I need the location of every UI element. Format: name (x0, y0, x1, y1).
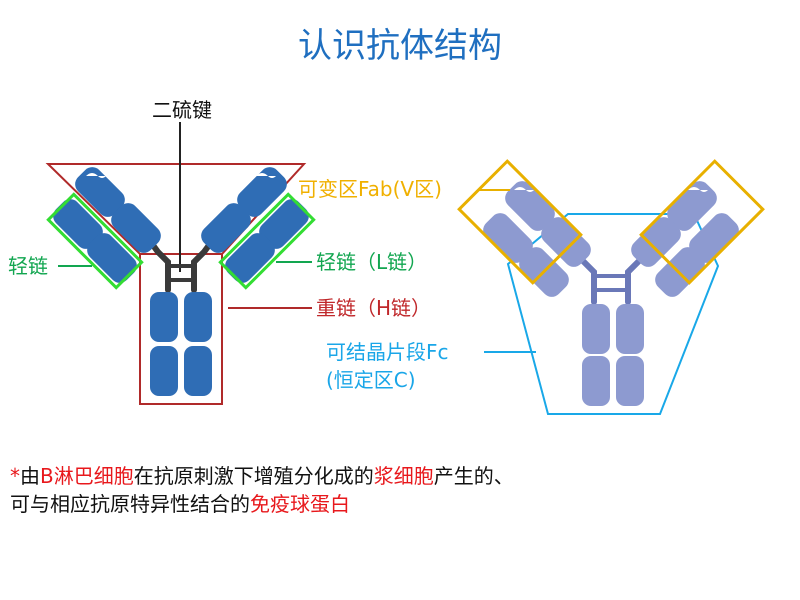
fab-arm-right-antibody-left (483, 181, 591, 297)
antibody-right (457, 159, 765, 415)
fab-box-right (639, 159, 765, 285)
heavy-chain-outline (139, 254, 223, 405)
fc-domains-right (582, 304, 644, 406)
light-chain-left-label: 轻链 (8, 254, 48, 278)
footnote: *由B淋巴细胞在抗原刺激下增殖分化成的浆细胞产生的、 可与相应抗原特异性结合的免… (10, 462, 790, 518)
footnote-emphasis-immunoglobulin: 免疫球蛋白 (250, 492, 350, 516)
heavy-chain-label: 重链（H链） (316, 296, 432, 320)
fc-outline (506, 213, 720, 415)
light-chain-right-label: 轻链（L链） (316, 250, 428, 274)
fc-label-line1: 可结晶片段Fc (326, 340, 449, 364)
disulfide-bonds-right (594, 274, 628, 292)
disulfide-bond-label: 二硫键 (152, 98, 212, 122)
light-chain-box-right (218, 192, 316, 290)
antibody-left (45, 122, 316, 405)
footnote-line-1: *由B淋巴细胞在抗原刺激下增殖分化成的浆细胞产生的、 (10, 462, 790, 490)
light-chain-box-left (46, 192, 144, 290)
fab-arm-right (201, 167, 309, 283)
footnote-text: 产生的、 (433, 464, 514, 488)
fab-label: 可变区Fab(V区) (298, 177, 442, 201)
footnote-asterisk: * (10, 464, 20, 488)
footnote-emphasis-plasma-cell: 浆细胞 (373, 464, 434, 488)
disulfide-bonds-left (168, 264, 194, 282)
footnote-text: 可与相应抗原特异性结合的 (10, 492, 250, 516)
fab-arm-left (53, 167, 161, 283)
footnote-text: 在抗原刺激下增殖分化成的 (133, 464, 374, 488)
heavy-chain-fab-outline (45, 163, 307, 255)
fc-label-line2: (恒定区C) (326, 368, 416, 392)
footnote-emphasis-b-lymphocyte: B淋巴细胞 (40, 464, 134, 488)
page-title: 认识抗体结构 (298, 26, 502, 66)
fab-box-left (457, 159, 583, 285)
footnote-text: 由 (20, 464, 40, 488)
footnote-line-2: 可与相应抗原特异性结合的免疫球蛋白 (10, 490, 790, 518)
fc-domains-left (150, 292, 212, 396)
